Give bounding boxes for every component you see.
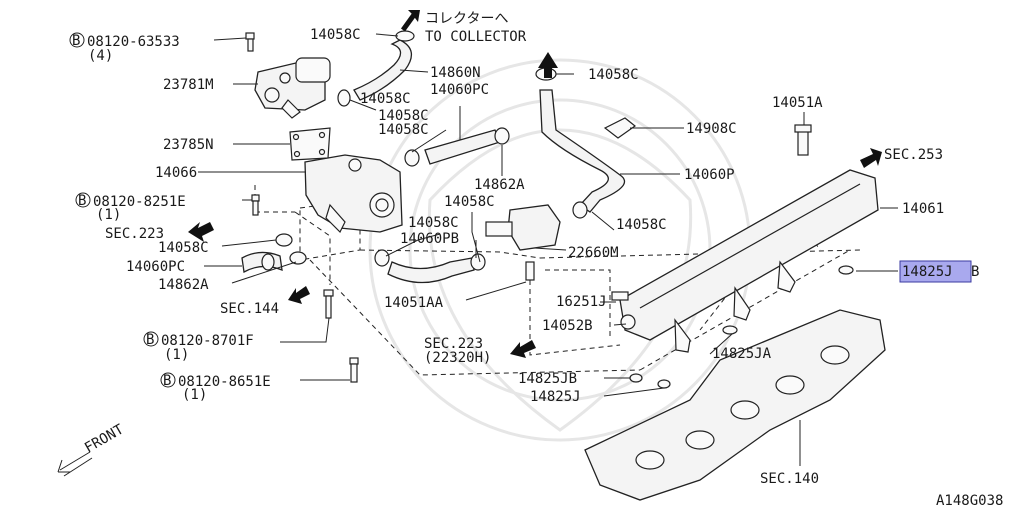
label-sec223-mid: SEC.223 xyxy=(424,336,483,352)
label-14058c-right: 14058C xyxy=(616,217,667,233)
label-14051aa: 14051AA xyxy=(384,295,444,311)
label-14058c-left: 14058C xyxy=(158,240,209,256)
orings xyxy=(629,265,854,389)
arrow-sec144 xyxy=(288,286,310,304)
bolt-08120-63533 xyxy=(245,32,255,52)
hose-14060p xyxy=(535,67,626,219)
label-14060pc-top: 14060PC xyxy=(430,82,489,98)
label-14825jb-bottom: 14825JB xyxy=(518,371,577,387)
highlight-box xyxy=(899,260,972,283)
actuator-22660m xyxy=(485,204,561,281)
label-14052b: 14052B xyxy=(542,318,593,334)
label-16251j: 16251J xyxy=(556,294,607,310)
label-sec140: SEC.140 xyxy=(760,471,819,487)
bolt-symbol-4: B xyxy=(163,373,171,389)
label-14060pb: 14060PB xyxy=(400,231,459,247)
bolt-symbol-2: B xyxy=(78,193,86,209)
label-front: FRONT xyxy=(82,421,127,456)
label-08120-8651e: 08120-8651E xyxy=(178,374,271,390)
clip-14908c xyxy=(603,117,636,139)
label-14058c-top: 14058C xyxy=(310,27,361,43)
label-14860n: 14860N xyxy=(430,65,481,81)
label-14058c-e: 14058C xyxy=(408,215,459,231)
labels: B 08120-63533 (4) 23781M 23785N 14066 B … xyxy=(69,11,1003,509)
label-14058c-c: 14058C xyxy=(378,122,429,138)
label-14060pc-left: 14060PC xyxy=(126,259,185,275)
housing-14066 xyxy=(304,154,403,234)
leader-lines xyxy=(198,33,898,466)
hose-14060pb xyxy=(374,249,486,284)
label-sec144: SEC.144 xyxy=(220,301,279,317)
bolt-symbol-1: B xyxy=(72,33,80,49)
arrow-sec223-mid xyxy=(510,340,536,358)
hose-14060pc-left xyxy=(241,233,307,274)
valve-23781m xyxy=(254,57,331,119)
bolt-08120-8651e xyxy=(349,357,359,383)
qty-1b: (1) xyxy=(164,347,189,363)
label-14058c-d: 14058C xyxy=(444,194,495,210)
hose-14060pc-top xyxy=(404,127,510,167)
label-14066: 14066 xyxy=(155,165,197,181)
bolt-08120-8701f xyxy=(323,289,334,319)
label-14862a-left: 14862A xyxy=(158,277,209,293)
label-23781m: 23781M xyxy=(163,77,214,93)
label-14825j-bottom: 14825J xyxy=(530,389,581,405)
fuel-rail-14061 xyxy=(611,124,879,353)
label-14060p: 14060P xyxy=(684,167,735,183)
diagram-code: A148G038 xyxy=(936,493,1003,509)
arrow-sec253 xyxy=(860,148,882,168)
label-14051a: 14051A xyxy=(772,95,823,111)
label-14825jb-highlighted[interactable]: 14825J xyxy=(902,264,953,280)
arrow-sec223-left xyxy=(188,222,214,242)
label-14058c-b: 14058C xyxy=(378,108,429,124)
qty-4: (4) xyxy=(88,48,113,64)
bolt-symbol-3: B xyxy=(146,332,154,348)
label-collector-jp: コレクターへ xyxy=(425,11,508,27)
label-sec223-left: SEC.223 xyxy=(105,226,164,242)
label-sec253: SEC.253 xyxy=(884,147,943,163)
arrow-front xyxy=(57,451,93,477)
label-14058c-right-top: 14058C xyxy=(588,67,639,83)
bolt-08120-8251e xyxy=(251,194,260,216)
label-14908c: 14908C xyxy=(686,121,737,137)
arrow-up-hose xyxy=(538,52,558,78)
label-23785n: 23785N xyxy=(163,137,214,153)
label-22660m: 22660M xyxy=(568,245,619,261)
qty-1c: (1) xyxy=(182,387,207,403)
label-14058c-a: 14058C xyxy=(360,91,411,107)
label-14061: 14061 xyxy=(902,201,944,217)
gasket-23785n xyxy=(289,127,331,161)
label-22320h: (22320H) xyxy=(424,350,491,366)
arrow-to-collector xyxy=(400,10,420,32)
label-08120-8701f: 08120-8701F xyxy=(161,333,254,349)
qty-1a: (1) xyxy=(96,207,121,223)
manifold-sec140 xyxy=(584,309,886,501)
label-14825jb-suffix: B xyxy=(971,264,979,280)
label-to-collector: TO COLLECTOR xyxy=(425,29,527,45)
label-14825ja: 14825JA xyxy=(712,346,772,362)
label-14862a-mid: 14862A xyxy=(474,177,525,193)
label-08120-63533: 08120-63533 xyxy=(87,34,180,50)
label-08120-8251e: 08120-8251E xyxy=(93,194,186,210)
